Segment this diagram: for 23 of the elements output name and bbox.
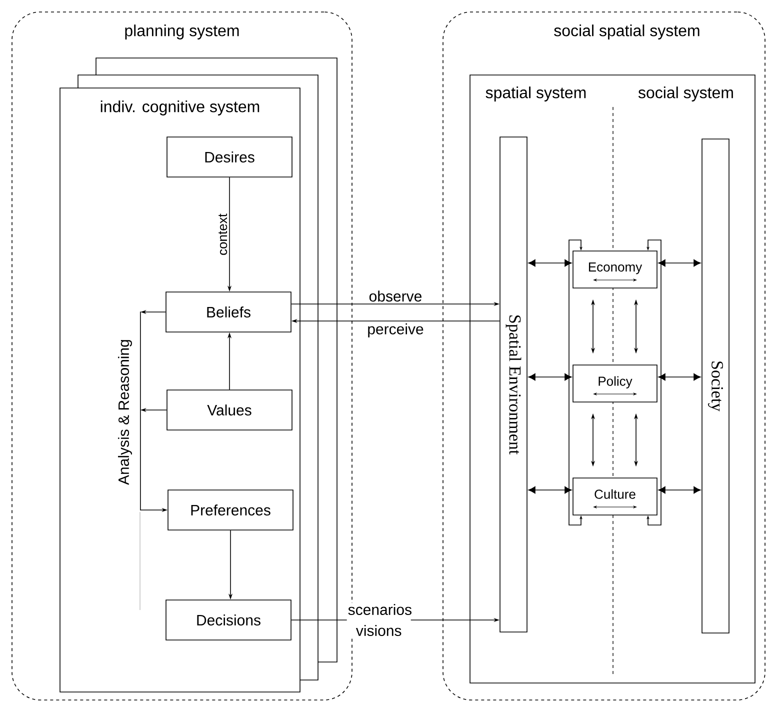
- edge-label: observe: [369, 290, 422, 302]
- arrow: [528, 373, 572, 381]
- process-box: Decisions: [166, 600, 292, 640]
- system-bar: Spatial Environment: [500, 136, 528, 632]
- edge-label: perceive: [368, 323, 424, 338]
- arrow: [658, 373, 701, 381]
- arrow: [658, 486, 701, 494]
- process-label: Analysis & Reasoning: [118, 340, 132, 485]
- component-box: Culture: [572, 478, 658, 516]
- arrow: [528, 486, 572, 494]
- edge-label: context: [218, 214, 228, 255]
- process-box: Preferences: [168, 490, 294, 530]
- edge-label: scenarios visions: [346, 603, 412, 637]
- arrow: [646, 240, 662, 526]
- process-box: Values: [166, 390, 292, 430]
- process-box: Beliefs: [166, 292, 292, 332]
- arrow: [528, 259, 572, 267]
- arrow: [658, 259, 701, 267]
- component-box: Economy: [572, 250, 658, 288]
- system-bar: Society: [702, 138, 730, 634]
- component-box: Policy: [572, 364, 658, 402]
- process-box: Desires: [166, 136, 292, 178]
- arrow: [568, 240, 583, 526]
